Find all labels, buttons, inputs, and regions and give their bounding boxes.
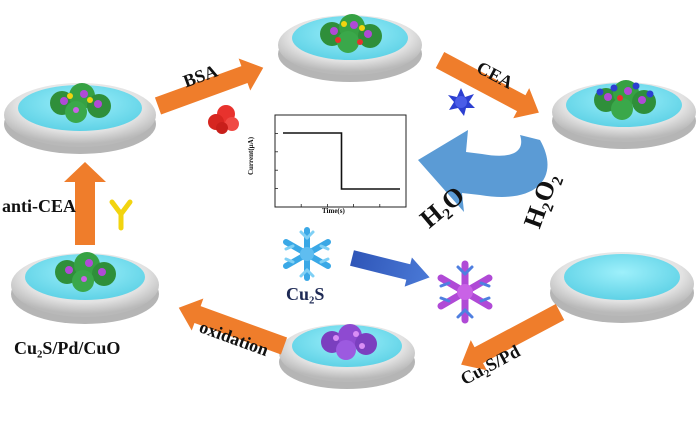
arrow-cu2s-pd-step bbox=[461, 304, 565, 371]
cu2s-pd-snowflake-icon bbox=[437, 260, 493, 324]
flake-cluster bbox=[321, 324, 377, 360]
electrode-bottom-center bbox=[279, 324, 415, 389]
bsa-molecule-icon bbox=[208, 105, 239, 134]
arrow-anti-cea-step bbox=[64, 162, 106, 245]
arrow-cea-step bbox=[435, 52, 539, 119]
chart-xlabel: Time(s) bbox=[322, 207, 345, 215]
electrode-bottom-right bbox=[550, 252, 694, 323]
chart-ylabel: Current(μA) bbox=[247, 136, 256, 176]
electrode-top-left bbox=[4, 83, 156, 154]
arrow-h2o2-to-h2o bbox=[418, 130, 548, 212]
flake-cluster bbox=[55, 252, 116, 292]
electrode-bottom-left bbox=[11, 252, 159, 324]
arrow-bsa-step bbox=[154, 58, 264, 115]
electrode-top-center bbox=[278, 14, 422, 82]
flake-cluster bbox=[594, 80, 656, 120]
antibody-y-icon bbox=[109, 199, 133, 231]
flake-cluster bbox=[50, 83, 111, 123]
arrow-cu2s-to-pd bbox=[350, 250, 430, 287]
cu2s-snowflake-icon bbox=[283, 227, 331, 281]
arrow-oxidation-step bbox=[178, 298, 288, 355]
chart-series-line bbox=[283, 132, 400, 190]
flake-cluster bbox=[320, 14, 382, 53]
label-cu2s: Cu₂S bbox=[286, 284, 325, 304]
cea-molecule-icon bbox=[448, 88, 475, 116]
chart-ticks bbox=[275, 132, 381, 207]
electrode-top-right bbox=[552, 80, 696, 149]
chart-frame bbox=[274, 114, 407, 208]
label-anti-cea: anti-CEA bbox=[2, 196, 77, 216]
label-cu2s-pd-cuo: Cu₂S/Pd/CuO bbox=[14, 338, 121, 358]
current-time-chart bbox=[274, 114, 407, 208]
